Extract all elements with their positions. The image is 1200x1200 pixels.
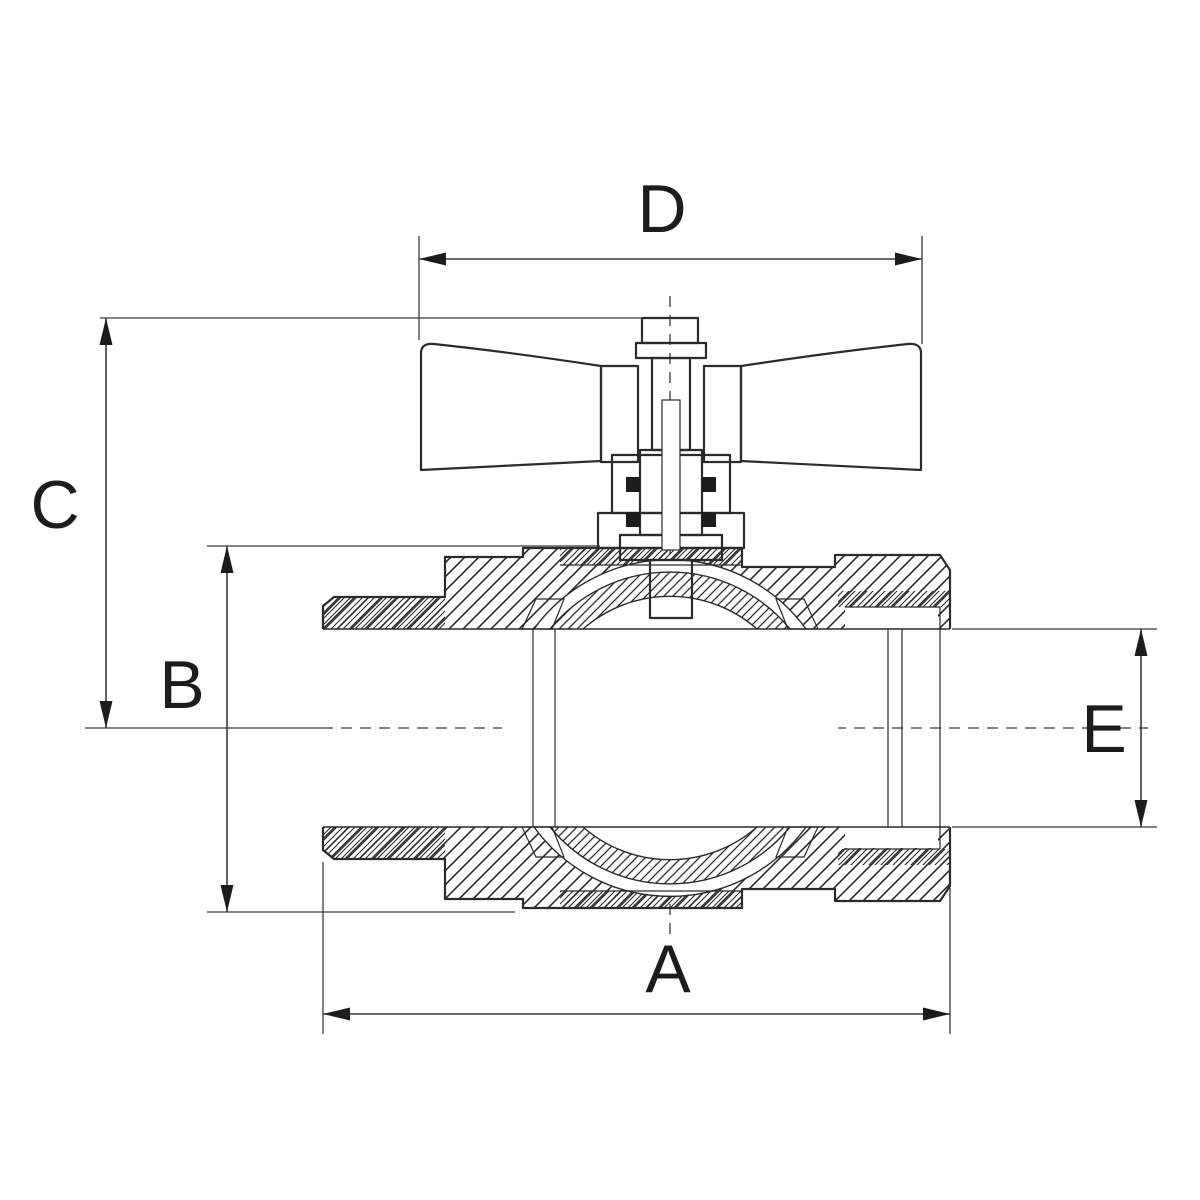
handle-left-wing [419, 342, 603, 472]
dimension-label-b: B [159, 647, 204, 723]
dim-d-arrow-right [895, 252, 922, 266]
dim-b-arrow-bottom [220, 885, 234, 912]
dim-a-arrow-left [323, 1007, 350, 1021]
ball-top-inner-arc [582, 595, 758, 630]
o-ring-lower-left [626, 512, 640, 527]
female-thread-bottom [838, 849, 950, 865]
ball-top-cap [550, 572, 790, 629]
male-thread-bottom [323, 827, 445, 859]
dimension-c: C [30, 317, 642, 728]
dimension-a: A [322, 862, 951, 1034]
stem-washer [634, 341, 708, 360]
ball-chamber [502, 560, 838, 896]
union-thread-bottom [560, 891, 742, 908]
chamber-arc-bottom [533, 826, 807, 898]
ball-bottom-cap [550, 827, 790, 884]
dimension-d: D [418, 171, 923, 344]
ball-bottom-outer-arc [549, 826, 791, 885]
dim-e-arrow-top [1134, 629, 1148, 656]
dimension-label-d: D [637, 171, 686, 247]
o-ring-upper-left [626, 477, 640, 492]
dimension-label-c: C [30, 467, 79, 543]
dim-e-arrow-bottom [1134, 800, 1148, 827]
wing-handle [419, 342, 923, 472]
ball [549, 571, 791, 885]
male-thread-top [323, 597, 445, 629]
handle-hub-right [702, 364, 743, 464]
ball-top-outer-arc [549, 571, 791, 630]
stem-center-slot [661, 399, 681, 551]
female-thread-top [838, 591, 950, 607]
dimension-e: E [952, 628, 1157, 828]
female-relief-bottom [845, 827, 938, 848]
handle-hub-left [599, 364, 640, 464]
body-outline-bottom [321, 827, 952, 910]
ball-bottom-inner-arc [582, 826, 758, 861]
stem-assembly [618, 316, 724, 620]
dim-c-arrow-bottom [99, 701, 113, 728]
dim-c-arrow-top [99, 318, 113, 345]
dim-d-arrow-left [419, 252, 446, 266]
o-ring-upper-right [702, 477, 716, 492]
female-relief-top [845, 607, 938, 629]
handle-right-wing [739, 342, 923, 472]
dim-a-arrow-right [923, 1007, 950, 1021]
dimension-b: B [159, 545, 600, 913]
stem-tang [648, 558, 694, 620]
o-ring-lower-right [702, 512, 716, 527]
dim-b-arrow-top [220, 546, 234, 573]
dimension-label-a: A [645, 931, 691, 1007]
dimension-label-e: E [1081, 691, 1126, 767]
